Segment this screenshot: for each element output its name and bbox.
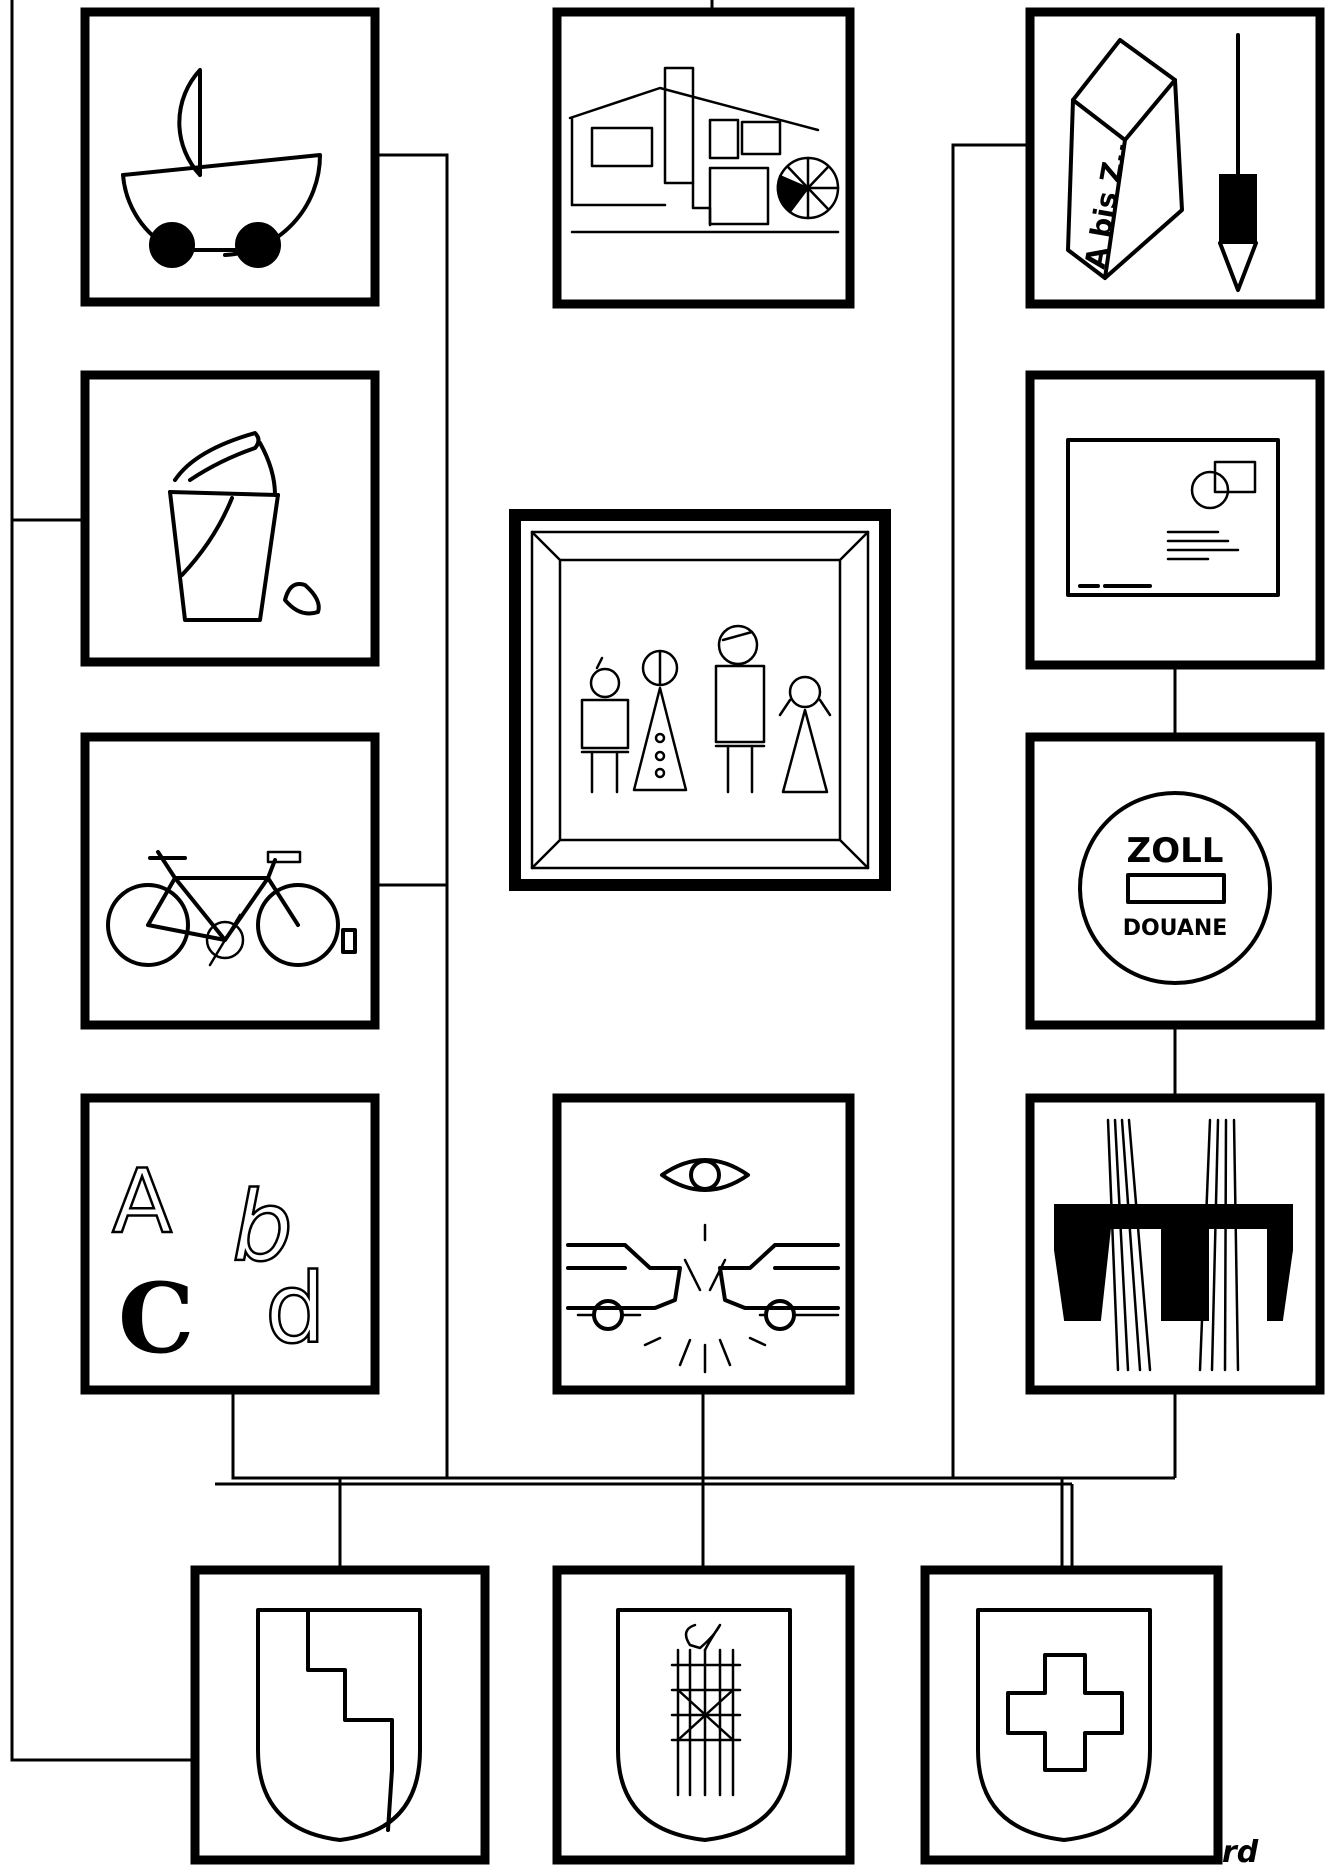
connector-lines <box>10 0 1177 1762</box>
tile-alphabet: A b C d <box>80 1093 380 1395</box>
customs-sign-icon: ZOLL DOUANE <box>1078 791 1272 985</box>
tile-baby-carriage <box>80 7 380 307</box>
swiss-cross-shield-icon <box>976 1608 1152 1842</box>
letter-a: A <box>112 1150 172 1253</box>
tile-house <box>552 7 855 309</box>
family-icon <box>580 624 832 794</box>
baby-carriage-icon <box>121 68 323 268</box>
tile-trash-bin <box>80 370 380 667</box>
bicycle-icon <box>106 850 357 967</box>
municipal-shield-icon <box>256 1608 422 1842</box>
tile-customs: ZOLL DOUANE <box>1025 732 1325 1030</box>
tile-municipal-arms <box>190 1565 490 1865</box>
tile-cantonal-arms <box>552 1565 855 1865</box>
tile-bicycle <box>80 732 380 1030</box>
cantonal-shield-icon <box>616 1608 792 1842</box>
car-collision-icon <box>566 1158 840 1374</box>
letter-b: b <box>232 1171 293 1283</box>
letter-icon <box>1066 438 1280 597</box>
bridge-icon <box>1054 1118 1293 1372</box>
tile-letter <box>1025 370 1325 670</box>
letters-icon: A b C d <box>111 1149 327 1375</box>
customs-bottom-text: DOUANE <box>1123 916 1228 941</box>
tile-swiss-arms <box>920 1565 1223 1865</box>
customs-top-text: ZOLL <box>1127 831 1224 871</box>
house-icon <box>568 66 840 234</box>
tile-bridge <box>1025 1093 1325 1395</box>
tile-collision <box>552 1093 855 1395</box>
family-portrait-frame <box>509 509 891 891</box>
tile-book: A bis Z.. <box>1025 7 1325 309</box>
letter-c: C <box>118 1262 194 1375</box>
trash-bin-icon <box>168 431 321 622</box>
letter-d: d <box>265 1253 326 1365</box>
artist-signature: rd <box>1222 1835 1259 1865</box>
